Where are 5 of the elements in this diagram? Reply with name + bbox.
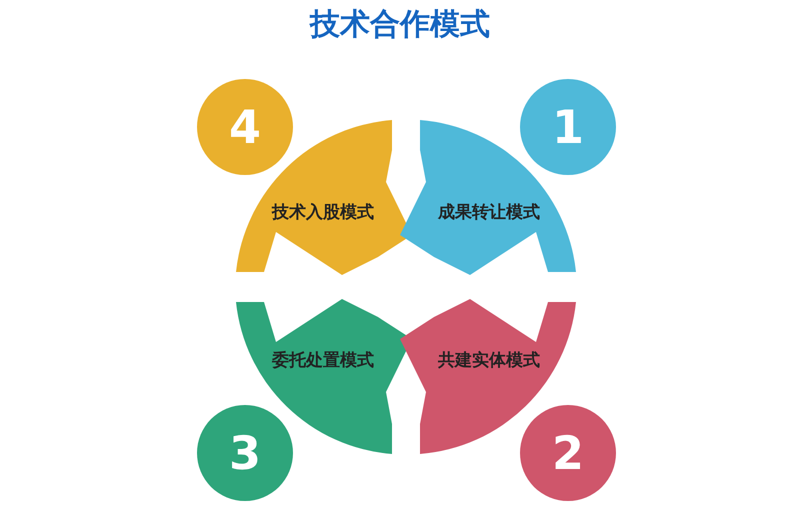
segment-label: 技术入股模式 [272, 201, 374, 224]
segment-label: 委托处置模式 [272, 349, 374, 372]
segment-label: 共建实体模式 [438, 349, 540, 372]
segment-label: 成果转让模式 [438, 201, 540, 224]
title: 技术合作模式 [310, 6, 490, 44]
